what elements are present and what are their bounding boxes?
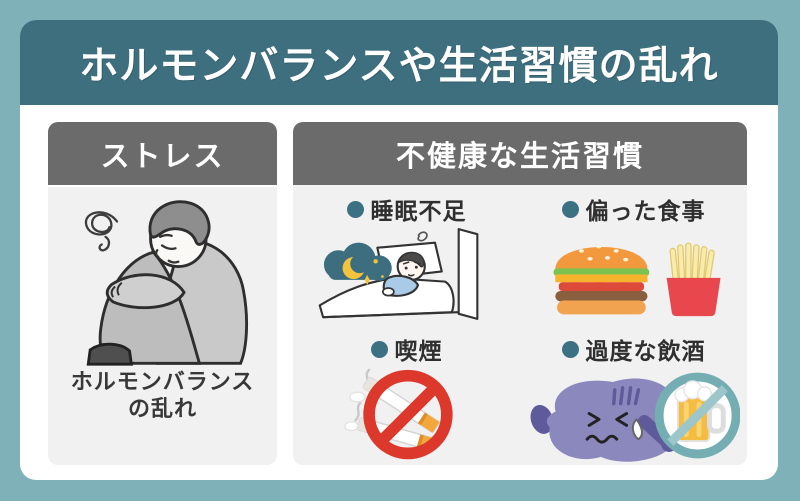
unhealthy-habits-panel: 不健康な生活習慣 睡眠不足 [293, 122, 747, 465]
habit-label-text: 睡眠不足 [370, 198, 467, 224]
habit-item-diet: 偏った食事 [520, 185, 747, 325]
main-card: ホルモンバランスや生活習慣の乱れ ストレス [20, 20, 778, 480]
burger-icon [553, 244, 649, 315]
sleep-icon-wrap [296, 224, 518, 325]
sick-liver-no-beer-icon [530, 372, 740, 462]
habit-item-sleep: 睡眠不足 [293, 185, 520, 325]
smoking-icon-wrap [342, 364, 472, 465]
habit-label-sleep: 睡眠不足 [346, 194, 467, 224]
habit-item-drinking: 過度な飲酒 [520, 325, 747, 465]
sleeping-in-bed-icon [318, 228, 478, 320]
stressed-man-hugging-knees-icon [84, 200, 248, 366]
bullet-dot-icon [561, 340, 579, 358]
stress-panel-title: ストレス [100, 140, 225, 173]
scribble-icon [84, 211, 118, 252]
unhealthy-habits-panel-header: 不健康な生活習慣 [293, 122, 747, 185]
title-banner: ホルモンバランスや生活習慣の乱れ [20, 20, 778, 105]
habit-item-smoking: 喫煙 [293, 325, 520, 465]
bullet-dot-icon [346, 200, 364, 218]
habit-label-diet: 偏った食事 [561, 194, 706, 224]
habit-label-smoking: 喫煙 [370, 334, 443, 364]
stress-panel-header: ストレス [48, 122, 277, 185]
habit-label-text: 喫煙 [394, 338, 443, 364]
stress-caption-line1: ホルモンバランス [70, 369, 255, 394]
page-title: ホルモンバランスや生活習慣の乱れ [79, 44, 719, 88]
habit-label-text: 過度な飲酒 [585, 338, 706, 364]
habits-grid: 睡眠不足 [293, 185, 747, 465]
no-beer-icon [654, 372, 740, 459]
burger-and-fries-icon [553, 242, 721, 317]
bullet-dot-icon [370, 340, 388, 358]
drinking-icon-wrap [528, 364, 740, 465]
habit-label-drinking: 過度な飲酒 [561, 334, 706, 364]
stress-caption-line2: の乱れ [127, 395, 197, 421]
diet-icon-wrap [535, 224, 733, 325]
stress-panel-body: ホルモンバランス の乱れ [48, 187, 277, 465]
habit-label-text: 偏った食事 [585, 198, 706, 224]
stress-caption: ホルモンバランス の乱れ [48, 369, 277, 423]
bullet-dot-icon [561, 200, 579, 218]
unhealthy-habits-panel-title: 不健康な生活習慣 [395, 140, 644, 173]
stress-panel: ストレス ホルモンバランス の乱れ [48, 122, 277, 465]
no-smoking-icon [343, 368, 453, 460]
sick-liver-icon [530, 378, 687, 462]
